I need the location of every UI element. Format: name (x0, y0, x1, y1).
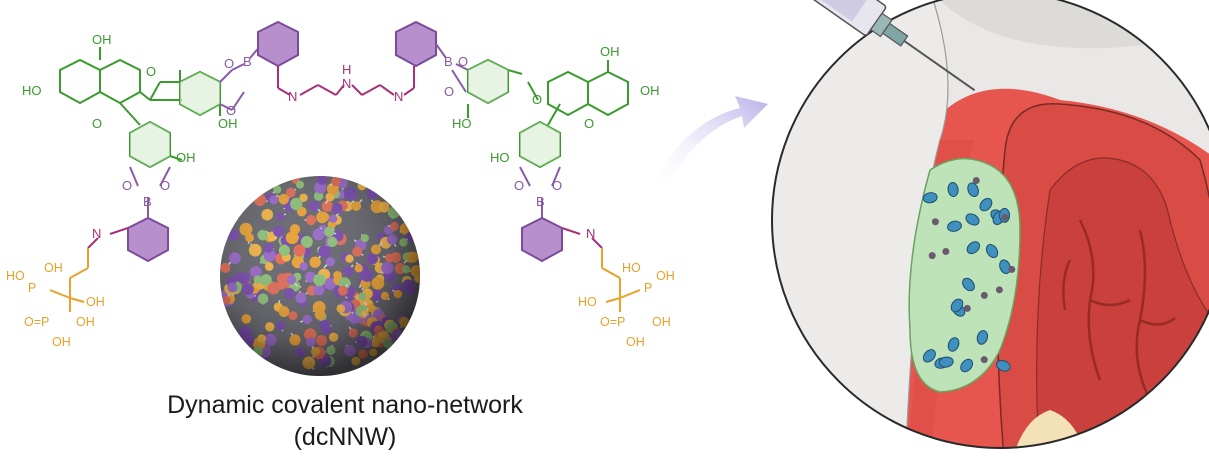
label-n-1: N (288, 89, 297, 104)
label-n-3: N (394, 89, 403, 104)
label-o-7: O (532, 92, 542, 107)
phenyl-right-bottom (522, 218, 562, 261)
label-oh-4: OH (600, 44, 620, 59)
label-phos-oh-2: OH (86, 295, 105, 309)
nanoparticle-dot (996, 286, 1003, 293)
label-o-5: O (458, 54, 468, 69)
injection-scene (770, 0, 1209, 459)
label-phos-p-1: P (28, 281, 36, 295)
nanoparticle-dot (964, 305, 971, 312)
nanoparticle-dot (981, 356, 988, 363)
boronate-right-bottom-labels: O O B (514, 178, 562, 209)
label-o-11: O (514, 178, 524, 193)
nanoparticle-dot (973, 177, 980, 184)
label-b-1: B (243, 54, 252, 69)
catechin-left-fill (130, 72, 220, 167)
bisphosphonate-right (602, 248, 640, 312)
phenyl-left-bottom (128, 218, 168, 261)
label-b-2: B (444, 54, 453, 69)
label-phos-op-2: O=P (600, 315, 625, 329)
bisphosphonate-right-labels: HO P OH HO O=P OH OH (578, 261, 675, 349)
label-phos-oh-5: OH (656, 269, 675, 283)
nanoparticle-dot (1008, 266, 1015, 273)
label-o-6: O (444, 84, 454, 99)
label-n-2: N (342, 76, 351, 91)
label-ho-3: HO (490, 150, 510, 165)
nanoparticle-dot (929, 252, 936, 259)
label-n-5: N (586, 226, 595, 241)
label-oh-2: OH (218, 116, 238, 131)
nanoparticle-bond (296, 173, 297, 180)
label-b-3: B (143, 194, 152, 209)
label-o-9: O (122, 178, 132, 193)
label-phos-oh-6: OH (652, 315, 671, 329)
boronate-left-labels: B O O (224, 54, 252, 118)
bisphosphonate-left-labels: HO P OH OH O=P OH OH (6, 261, 105, 349)
label-phos-ho-1b: HO (6, 269, 25, 283)
label-o-8: O (584, 116, 594, 131)
label-phos-oh-7: OH (626, 335, 645, 349)
nanonetwork-title: Dynamic covalent nano-network (110, 391, 580, 420)
label-phos-oh-3: OH (76, 315, 95, 329)
label-phos-ho-3: HO (578, 295, 597, 309)
label-phos-oh-4: OH (52, 335, 71, 349)
boronate-left-bottom-labels: O O B (122, 178, 170, 209)
label-oh-1: OH (92, 32, 112, 47)
curved-arrow-icon (655, 96, 768, 182)
label-o-3: O (224, 56, 234, 71)
linker-labels: N N H N (288, 62, 403, 104)
phenyl-left-top (258, 22, 298, 66)
nanoparticle-dot (942, 248, 949, 255)
label-o-12: O (552, 178, 562, 193)
label-o-2: O (92, 116, 102, 131)
label-b-4: B (536, 194, 545, 209)
nanonetwork-abbreviation: (dcNNW) (110, 423, 580, 452)
phenyl-right-top (396, 22, 436, 66)
nanoparticle-dot (981, 292, 988, 299)
label-n-4: N (92, 226, 101, 241)
boronate-left-top (220, 44, 262, 110)
label-h-1: H (342, 62, 351, 77)
label-o-10: O (160, 178, 170, 193)
label-oh-5: OH (640, 83, 660, 98)
nanoparticle-dot (1002, 214, 1009, 221)
nanoparticle-dot (932, 218, 939, 225)
label-o-4: O (226, 103, 236, 118)
catechin-right-fill (468, 60, 560, 167)
label-phos-ho-2: HO (622, 261, 641, 275)
label-ho-1: HO (22, 83, 42, 98)
bisphosphonate-left (50, 248, 88, 312)
label-o-1: O (146, 64, 156, 79)
label-phos-oh-1: OH (44, 261, 63, 275)
nanoparticle-sphere (220, 173, 424, 376)
label-phos-op-1: O=P (24, 315, 49, 329)
label-oh-3: OH (176, 150, 196, 165)
label-ho-2: HO (452, 116, 472, 131)
label-phos-p-2: P (644, 281, 652, 295)
imine-right (562, 228, 602, 248)
